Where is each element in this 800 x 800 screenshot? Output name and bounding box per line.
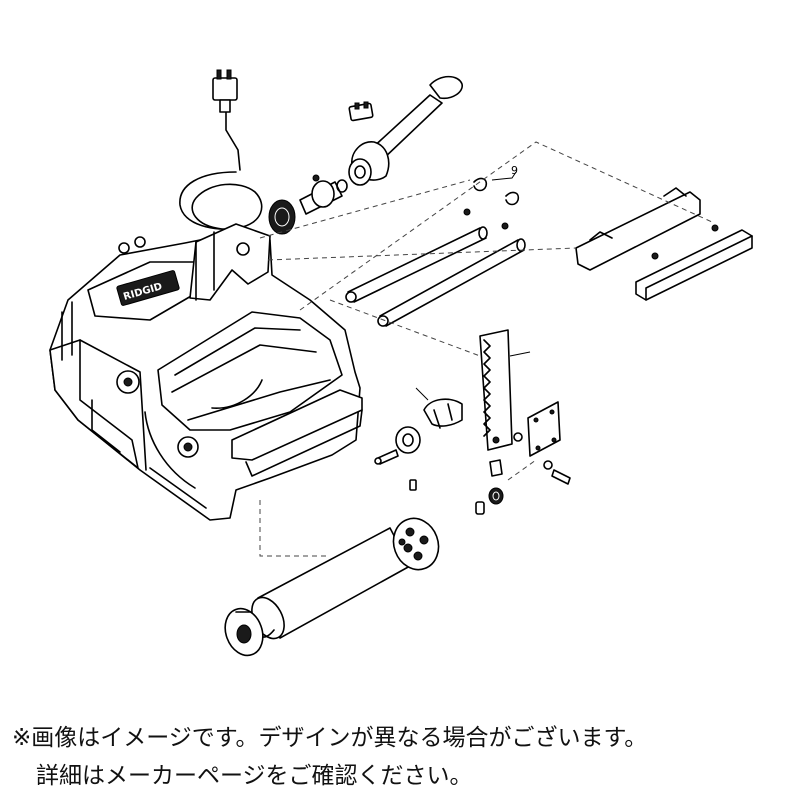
side-guide-bracket bbox=[575, 187, 719, 271]
toothed-rack bbox=[479, 329, 531, 451]
guide-rods: 9 bbox=[345, 164, 526, 327]
disclaimer-note-line-1: ※画像はイメージです。デザインが異なる場合がございます。 bbox=[12, 725, 648, 751]
hardware-screws bbox=[374, 449, 504, 515]
guide-bar bbox=[635, 229, 753, 301]
leader-lines bbox=[259, 141, 713, 557]
mounting-plate bbox=[527, 401, 571, 485]
drive-gear bbox=[268, 174, 348, 235]
end-cap-front bbox=[224, 607, 264, 657]
small-roller bbox=[395, 426, 421, 454]
callout-9-label: 9 bbox=[511, 164, 518, 177]
crank-handle bbox=[348, 75, 463, 186]
clamp-clip bbox=[348, 101, 374, 122]
exploded-parts-diagram: RIDGID bbox=[49, 69, 753, 657]
end-cap-rear bbox=[392, 517, 440, 571]
disclaimer-note-line-2: 詳細はメーカーページをご確認ください。 bbox=[36, 763, 473, 789]
machine-housing: RIDGID bbox=[49, 223, 363, 521]
cutter-sleeve bbox=[251, 527, 411, 640]
power-plug bbox=[212, 69, 238, 113]
jaw-holder bbox=[415, 387, 463, 429]
